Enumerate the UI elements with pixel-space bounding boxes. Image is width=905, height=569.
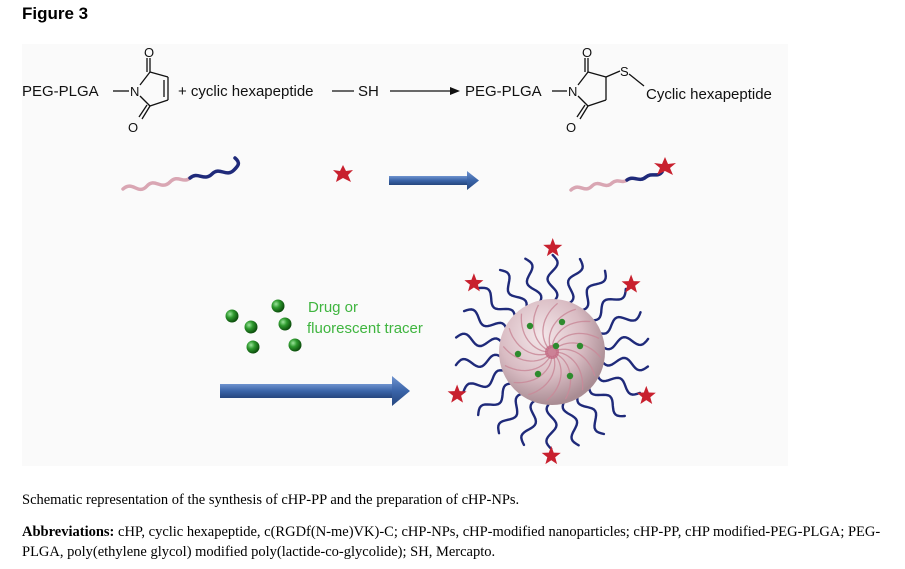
peptide-star-icon — [447, 384, 467, 403]
peg-chain — [551, 320, 591, 349]
peg-chain — [502, 345, 550, 362]
peg-chain — [548, 308, 577, 349]
nanoparticle-loaded-drug — [514, 318, 584, 380]
succinimide-o-atom-bottom: O — [566, 120, 576, 135]
peg-chain — [555, 351, 584, 391]
peptide-star-icon — [541, 446, 561, 465]
plga-chain — [564, 257, 584, 307]
peptide-star-icon — [636, 385, 656, 404]
figure-panel: PEG-PLGA N O O + cyclic hexapeptide SH P… — [22, 44, 788, 466]
drug-bead — [558, 318, 566, 326]
drug-beads — [225, 299, 302, 354]
plga-chain — [520, 397, 540, 447]
plga-chain — [546, 253, 559, 305]
schematic-svg: PEG-PLGA N O O + cyclic hexapeptide SH P… — [22, 45, 772, 465]
plga-chain — [477, 382, 516, 417]
drug-bead — [288, 338, 302, 352]
plus-cyclic-hexapeptide-label: + cyclic hexapeptide — [178, 83, 314, 100]
reactant-peg-plga-label: PEG-PLGA — [22, 83, 99, 100]
drug-label-line2: fluorescent tracer — [307, 320, 423, 337]
thiol-sh-label: SH — [358, 83, 379, 100]
plga-chain — [496, 391, 527, 435]
drug-bead — [225, 309, 239, 323]
chp-pp-polymer-cartoon — [569, 170, 664, 192]
reaction-arrow — [390, 87, 460, 95]
peptide-star-icon — [333, 165, 353, 182]
peg-chain — [527, 355, 556, 396]
plga-chain — [595, 371, 642, 396]
plga-chain — [524, 257, 543, 307]
plga-chain — [545, 399, 558, 451]
plga-chain — [595, 311, 642, 335]
drug-bead — [278, 317, 292, 331]
drug-bead — [534, 370, 542, 378]
chp-nanoparticle — [447, 238, 656, 465]
nanoparticle-inner-chains — [502, 302, 602, 402]
nanoparticle-corona — [454, 253, 650, 451]
plga-chain — [478, 286, 517, 321]
step-arrow-large — [220, 376, 410, 406]
figure-title: Figure 3 — [22, 4, 89, 23]
peptide-star-icon — [543, 238, 563, 257]
drug-bead — [566, 372, 574, 380]
succinimide-o-atom-top: O — [582, 45, 592, 60]
peg-chain — [508, 327, 549, 356]
plga-chain — [454, 332, 505, 348]
plga-chain — [462, 308, 509, 333]
peg-chain — [555, 352, 572, 400]
nanoparticle-peptide-stars — [447, 238, 656, 465]
peg-chain — [555, 348, 596, 377]
peg-chain — [554, 342, 602, 359]
drug-bead — [271, 299, 285, 313]
product-cyclic-hexapeptide-label: Cyclic hexapeptide — [646, 86, 772, 103]
maleimide-n-atom: N — [130, 84, 139, 99]
drug-bead — [246, 340, 260, 354]
plga-chain — [588, 287, 627, 322]
plga-chain — [577, 269, 608, 313]
thioether-s-atom: S — [620, 64, 629, 79]
plga-chain — [576, 392, 606, 436]
drug-bead — [244, 320, 258, 334]
abbreviations-paragraph: Abbreviations: cHP, cyclic hexapeptide, … — [22, 522, 892, 562]
plga-chain — [599, 335, 650, 351]
drug-bead — [576, 342, 584, 350]
plga-chain — [498, 268, 528, 312]
drug-bead — [526, 322, 534, 330]
peg-plga-polymer-cartoon — [121, 156, 241, 192]
figure-caption: Schematic representation of the synthesi… — [22, 492, 520, 508]
maleimide-ring — [138, 58, 169, 120]
abbreviations-text: cHP, cyclic hexapeptide, c(RGDf(N-me)VK)… — [22, 524, 881, 560]
peg-chain — [542, 302, 559, 350]
peptide-star-icon — [654, 157, 676, 175]
step-arrow-small — [389, 171, 479, 190]
plga-chain — [561, 397, 580, 447]
peptide-star-icon — [621, 274, 641, 293]
succinimide-n-atom: N — [568, 84, 577, 99]
abbreviations-label: Abbreviations: — [22, 524, 115, 540]
plga-chain — [454, 353, 505, 369]
peptide-star-icon — [464, 273, 484, 292]
drug-label-line1: Drug or — [308, 299, 358, 316]
peg-chain — [504, 355, 552, 372]
plga-chain — [599, 356, 650, 372]
succinimide-ring — [576, 58, 645, 120]
drug-bead — [552, 342, 560, 350]
peg-chain — [520, 313, 549, 353]
plga-chain — [462, 369, 509, 393]
plga-chain — [587, 383, 626, 418]
peg-chain — [532, 304, 549, 352]
maleimide-o-atom-top: O — [144, 45, 154, 60]
peg-chain — [552, 332, 600, 349]
product-peg-plga-label: PEG-PLGA — [465, 83, 542, 100]
drug-bead — [514, 350, 522, 358]
maleimide-o-atom-bottom: O — [128, 120, 138, 135]
peg-chain — [545, 354, 562, 402]
